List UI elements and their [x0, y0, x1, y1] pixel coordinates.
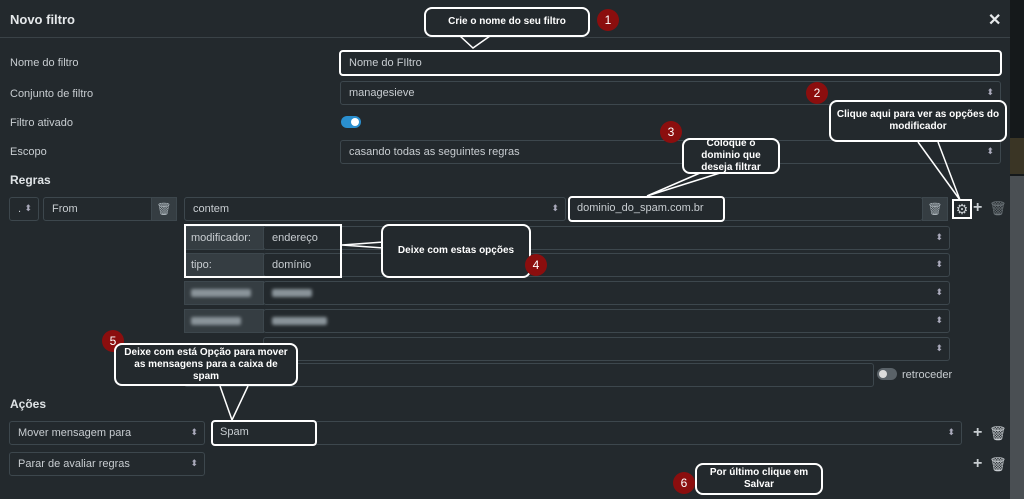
- operator-select[interactable]: contem: [184, 197, 566, 221]
- dialog-header: Novo filtro ✕: [0, 0, 1010, 38]
- trash-icon: 🗑: [927, 202, 943, 216]
- step-6-badge: 6: [673, 472, 695, 494]
- scope-value: casando todas as seguintes regras: [349, 146, 520, 158]
- modifier-value: endereço: [272, 232, 318, 244]
- callout-5: Deixe com está Opção para mover as mensa…: [114, 343, 298, 386]
- callout-3: Coloque o dominio que deseja filtrar: [682, 138, 780, 174]
- set-label: Conjunto de filtro: [10, 88, 94, 100]
- callout-2: Clique aqui para ver as opções do modifi…: [829, 100, 1007, 142]
- type-select[interactable]: domínio: [263, 253, 950, 277]
- filter-name-input[interactable]: Nome do FIltro: [339, 50, 1002, 76]
- folder-highlight: Spam: [211, 420, 317, 446]
- retro-toggle[interactable]: [877, 368, 897, 380]
- enabled-toggle[interactable]: [341, 116, 361, 128]
- rule-value-input[interactable]: [569, 197, 923, 221]
- retro-label: retroceder: [902, 369, 953, 381]
- modifier-label: modificador:: [184, 226, 264, 250]
- blurred-input[interactable]: [184, 363, 874, 387]
- blurred-label: [184, 309, 264, 333]
- rule-value: dominio_do_spam.com.br: [577, 202, 704, 214]
- blurred-select[interactable]: [263, 309, 950, 333]
- folder-select[interactable]: [212, 421, 962, 445]
- options-highlight: [184, 224, 342, 278]
- name-label: Nome do filtro: [10, 57, 79, 69]
- enabled-label: Filtro ativado: [10, 117, 73, 129]
- add-rule-icon[interactable]: +: [973, 199, 983, 216]
- add-action-icon[interactable]: +: [973, 455, 983, 472]
- blurred-select[interactable]: [263, 281, 950, 305]
- gear-icon[interactable]: ⚙: [952, 199, 972, 219]
- dialog-title: Novo filtro: [10, 12, 75, 27]
- trash-icon: 🗑: [156, 202, 172, 216]
- type-value: domínio: [272, 259, 312, 271]
- actions-heading: Ações: [10, 397, 47, 411]
- scope-label: Escopo: [10, 146, 47, 158]
- delete-value-button[interactable]: 🗑: [922, 197, 948, 221]
- background-strip: [1010, 0, 1024, 499]
- rule-value-highlight: dominio_do_spam.com.br: [568, 196, 725, 222]
- filter-set-value: managesieve: [349, 87, 415, 99]
- rule-small-select[interactable]: .: [9, 197, 39, 221]
- scope-select[interactable]: casando todas as seguintes regras: [340, 140, 1001, 164]
- step-1-badge: 1: [597, 9, 619, 31]
- action-select[interactable]: Parar de avaliar regras: [9, 452, 205, 476]
- action-value: Parar de avaliar regras: [18, 458, 130, 470]
- delete-rule-icon[interactable]: 🗑: [989, 200, 1007, 216]
- step-4-badge: 4: [525, 254, 547, 276]
- callout-1: Crie o nome do seu filtro: [424, 7, 590, 37]
- delete-action-icon[interactable]: 🗑: [989, 425, 1007, 441]
- action-select[interactable]: Mover mensagem para: [9, 421, 205, 445]
- filter-name-value: Nome do FIltro: [349, 57, 422, 69]
- delete-header-button[interactable]: 🗑: [151, 197, 177, 221]
- step-2-badge: 2: [806, 82, 828, 104]
- header-input[interactable]: From: [43, 197, 153, 221]
- header-value: From: [52, 203, 78, 215]
- delete-action-icon[interactable]: 🗑: [989, 456, 1007, 472]
- action-value: Mover mensagem para: [18, 427, 132, 439]
- modifier-select[interactable]: endereço: [263, 226, 950, 250]
- step-3-badge: 3: [660, 121, 682, 143]
- small-select-value: .: [18, 203, 22, 215]
- operator-value: contem: [193, 203, 230, 215]
- close-icon[interactable]: ✕: [988, 12, 1002, 29]
- callout-4: Deixe com estas opções: [381, 224, 531, 278]
- callout-6: Por último clique em Salvar: [695, 463, 823, 495]
- folder-value: Spam: [220, 426, 249, 438]
- rules-heading: Regras: [10, 173, 51, 187]
- blurred-label: [184, 281, 264, 305]
- blurred-select[interactable]: [263, 337, 950, 361]
- add-action-icon[interactable]: +: [973, 424, 983, 441]
